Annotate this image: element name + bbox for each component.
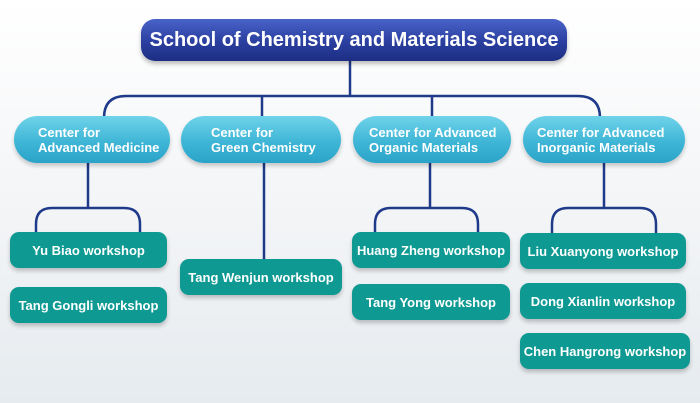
connector-center-3-bracket	[373, 206, 480, 236]
workshop-label: Dong Xianlin workshop	[530, 293, 676, 309]
root-node-school: School of Chemistry and Materials Scienc…	[141, 19, 567, 61]
center-label-line1: Center for	[211, 124, 274, 140]
workshop-tang-yong: Tang Yong workshop	[352, 284, 510, 320]
workshop-label: Tang Gongli workshop	[18, 297, 159, 313]
center-node-inorganic-materials: Center for Advanced Inorganic Materials	[523, 116, 685, 163]
workshop-label: Chen Hangrong workshop	[523, 343, 687, 359]
connector-center-1-bracket	[34, 206, 142, 236]
workshop-chen-hangrong: Chen Hangrong workshop	[520, 333, 690, 369]
connector-top-bar	[102, 94, 602, 119]
workshop-label: Tang Wenjun workshop	[188, 269, 334, 285]
center-label-line2: Green Chemistry	[211, 139, 316, 155]
center-node-advanced-medicine: Center for Advanced Medicine	[14, 116, 170, 163]
connector-center-4-bracket	[550, 206, 658, 236]
workshop-liu-xuanyong: Liu Xuanyong workshop	[520, 233, 686, 269]
workshop-label: Tang Yong workshop	[366, 294, 496, 310]
center-label-line2: Inorganic Materials	[537, 139, 656, 155]
center-node-green-chemistry: Center for Green Chemistry	[181, 116, 341, 163]
workshop-label: Liu Xuanyong workshop	[527, 243, 679, 259]
workshop-yu-biao: Yu Biao workshop	[10, 232, 167, 268]
workshop-tang-wenjun: Tang Wenjun workshop	[180, 259, 342, 295]
center-label-line1: Center for Advanced	[537, 124, 665, 140]
center-node-organic-materials: Center for Advanced Organic Materials	[353, 116, 511, 163]
center-label-line1: Center for	[38, 124, 101, 140]
workshop-huang-zheng: Huang Zheng workshop	[352, 232, 510, 268]
center-label-line2: Advanced Medicine	[38, 139, 160, 155]
workshop-label: Huang Zheng workshop	[356, 242, 506, 258]
workshop-label: Yu Biao workshop	[32, 242, 145, 258]
workshop-tang-gongli: Tang Gongli workshop	[10, 287, 167, 323]
root-label: School of Chemistry and Materials Scienc…	[149, 28, 559, 51]
workshop-dong-xianlin: Dong Xianlin workshop	[520, 283, 686, 319]
center-label-line1: Center for Advanced	[369, 124, 497, 140]
center-label-line2: Organic Materials	[369, 139, 479, 155]
